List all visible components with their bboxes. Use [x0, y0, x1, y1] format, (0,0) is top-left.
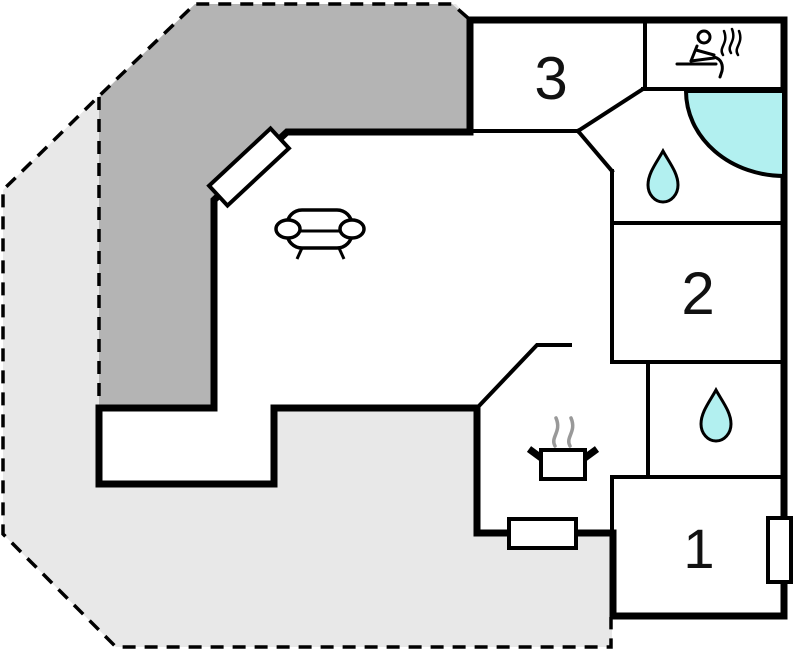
pot-body: [539, 448, 587, 481]
window-marker-kitchen: [507, 517, 578, 550]
kitchen-partition-wall: [474, 343, 572, 411]
steam-icon: [552, 416, 575, 448]
sauna-icon: [675, 27, 742, 79]
room-1-label: 1: [683, 517, 714, 580]
window-marker-room1: [766, 516, 793, 584]
sofa-leg: [337, 247, 346, 260]
terrace-dashed-boundary: [1, 2, 613, 649]
room-3-label: 3: [534, 45, 567, 112]
sofa-icon: [274, 208, 366, 260]
water-drop-icon-bath1: [646, 147, 680, 204]
bath1-diagonal-wall-upper: [575, 86, 646, 134]
water-drop-icon-bath2: [699, 386, 733, 443]
window-marker-diagonal: [206, 125, 292, 209]
sofa-leg: [295, 247, 304, 260]
bath1-diagonal-wall-lower: [575, 128, 615, 174]
corner-shower-icon: [683, 89, 786, 179]
interior-walls: [468, 18, 786, 535]
room-2-label: 2: [681, 260, 714, 327]
pot-on-stove-icon: [526, 416, 600, 481]
sauna-steam-icon: [720, 27, 742, 57]
covered-terrace-area: [99, 4, 471, 406]
